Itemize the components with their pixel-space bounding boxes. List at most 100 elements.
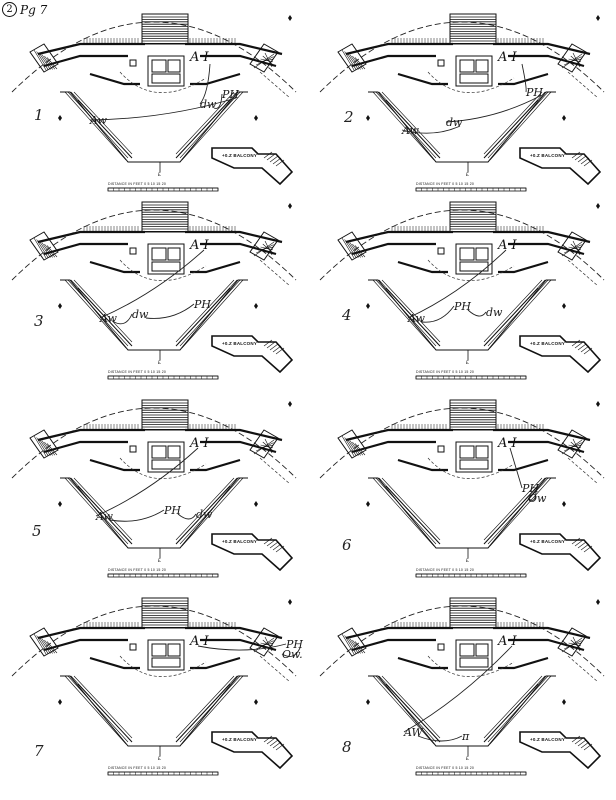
handwritten-note: dw [486,306,503,319]
floor-plan-panel-8: 8 A I £ +0.Z BALCONY DISTANCE IN FEET 0 … [308,596,616,796]
floor-plan-panel-6: 6 A I £ +0.Z BALCONY DISTANCE IN FEET 0 … [308,398,616,598]
handwritten-note: dw [446,116,463,129]
reference-markers [58,15,292,121]
handwritten-note: Aw [96,510,113,523]
scale-bar [107,573,219,578]
reference-markers [366,203,600,309]
dashed-path [427,655,515,677]
center-core [129,55,185,87]
panel-number: 4 [342,306,352,324]
balcony-block [211,731,294,770]
area-label: A I [498,634,517,649]
balcony-block [519,533,602,572]
floor-plan-panel-2: 2 A I £ +0.Z BALCONY DISTANCE IN FEET 0 … [308,12,616,212]
floor-plan-drawing [319,13,605,192]
handwritten-note: dw [200,98,217,111]
side-stairs [29,424,279,459]
scale-label: DISTANCE IN FEET 0 5 10 15 20 [108,568,166,572]
floor-plan-panel-7: 7 A I £ +0.Z BALCONY DISTANCE IN FEET 0 … [0,596,308,796]
stage-arc [11,21,297,93]
area-label: A I [190,238,209,253]
reference-markers [58,599,292,705]
central-staircase [449,597,497,629]
handwritten-note: dw [132,308,149,321]
area-label: A I [190,634,209,649]
balcony-label: +0.Z BALCONY [222,737,258,742]
stage-arc [319,21,605,93]
side-stairs [337,226,587,261]
floor-plan-panel-1: 1 A I £ +0.Z BALCONY DISTANCE IN FEET 0 … [0,12,308,212]
balcony-block [211,335,294,374]
balcony-label: +0.Z BALCONY [222,539,258,544]
upper-walls [37,626,283,670]
scale-label: DISTANCE IN FEET 0 5 10 15 20 [108,766,166,770]
center-core [437,55,493,87]
panel-number: 1 [34,106,44,124]
side-stairs [29,226,279,261]
dashed-path [427,71,515,93]
floor-plan-drawing [11,13,297,192]
page-label: Pg 7 [20,2,48,17]
area-label: A I [498,50,517,65]
reference-markers [58,203,292,309]
area-label: A I [190,436,209,451]
upper-walls [37,42,283,86]
centerline-label: £ [466,360,469,366]
centerline-label: £ [466,172,469,178]
floor-plan-drawing [319,201,605,380]
page-header: 2 Pg 7 [2,2,47,17]
scale-bar [107,375,219,380]
v-ramps [368,675,556,747]
side-stairs [29,38,279,73]
area-label: A I [498,238,517,253]
floor-plan-panel-5: 5 A I £ +0.Z BALCONY DISTANCE IN FEET 0 … [0,398,308,598]
central-staircase [449,399,497,431]
central-staircase [449,201,497,233]
handwritten-note: PH [522,482,539,495]
dashed-path [427,259,515,281]
stage-arc [319,407,605,479]
handwritten-note: Aw [100,312,117,325]
scale-bar [107,187,219,192]
scale-bar [415,375,527,380]
handwritten-note: PH [454,300,471,313]
centerline-label: £ [466,558,469,564]
handwritten-note: AW [404,726,423,739]
handwritten-note: π [462,730,470,743]
upper-walls [37,230,283,274]
dashed-path [119,259,207,281]
area-label: A I [190,50,209,65]
v-ramps [60,279,248,351]
handwritten-note: PH [222,88,239,101]
balcony-label: +0.Z BALCONY [222,341,258,346]
handwritten-note: Aw [402,124,419,137]
balcony-label: +0.Z BALCONY [530,737,566,742]
center-core [437,639,493,671]
handwritten-note: Aw [90,114,107,127]
central-staircase [141,13,189,45]
dashed-path [119,457,207,479]
v-ramps [368,91,556,163]
v-ramps [368,279,556,351]
handwritten-note: PH [286,638,303,651]
v-ramps [60,91,248,163]
reference-markers [366,15,600,121]
scale-label: DISTANCE IN FEET 0 5 10 15 20 [108,370,166,374]
side-stairs [337,38,587,73]
panel-number: 5 [32,522,42,540]
floor-plan-drawing [11,201,297,380]
scale-bar [415,771,527,776]
balcony-block [211,147,294,186]
floor-plan-drawing [11,399,297,578]
center-core [437,243,493,275]
scale-label: DISTANCE IN FEET 0 5 10 15 20 [416,182,474,186]
side-stairs [337,622,587,657]
center-core [129,243,185,275]
stage-arc [319,209,605,281]
dashed-path [119,71,207,93]
v-ramps [60,675,248,747]
central-staircase [141,399,189,431]
upper-walls [345,42,591,86]
floor-plan-panel-3: 3 A I £ +0.Z BALCONY DISTANCE IN FEET 0 … [0,200,308,400]
centerline-label: £ [466,756,469,762]
